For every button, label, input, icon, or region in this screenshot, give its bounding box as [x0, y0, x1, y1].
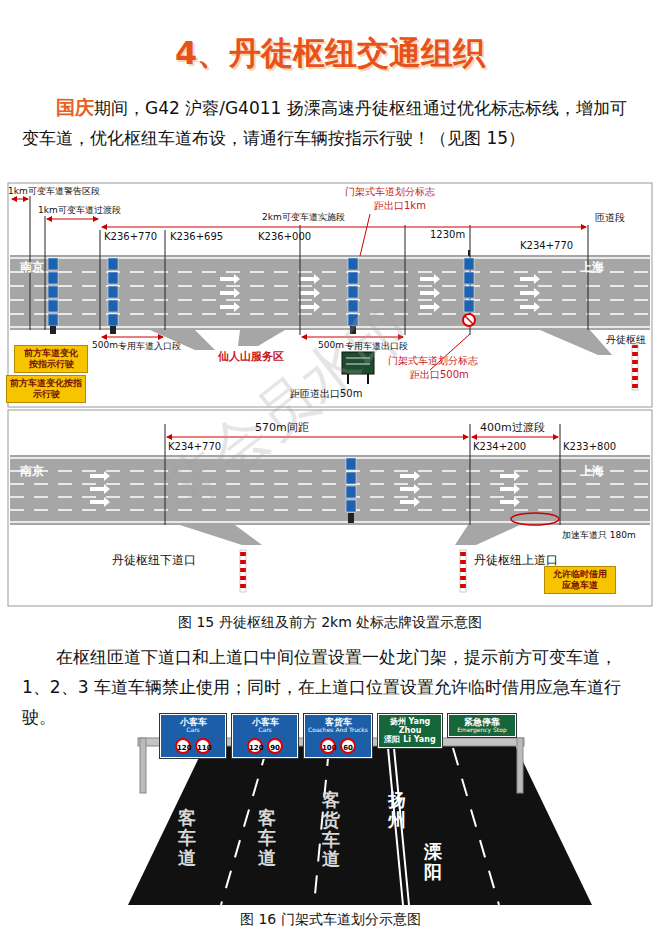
highlight-word: 国庆 — [56, 96, 94, 118]
sign-text: 小客车 — [235, 717, 295, 727]
ramp — [238, 330, 285, 346]
lane-lines — [221, 748, 499, 905]
lane-sign: 客货车Coaches And Trucks 10060 — [304, 714, 372, 758]
lane-signs — [346, 458, 356, 523]
figure-caption: 图 16 门架式车道划分示意图 — [240, 911, 421, 928]
speed-row: 10060 — [307, 736, 369, 754]
diagram-label: K236+695 — [170, 231, 223, 243]
notice-box: 允许临时借用 应急车道 — [544, 566, 616, 594]
diagram-label: K233+800 — [563, 441, 616, 453]
diagram-label: 丹徒枢纽下道口 — [112, 553, 196, 567]
lane-sign: 紧急停靠Emergency Stop — [448, 714, 516, 737]
paragraph-text: 期间，G42 沪蓉/G4011 扬溧高速丹徒枢纽通过优化标志标线，增加可变车道，… — [22, 98, 627, 148]
notice-box: 前方车道变化按指示行驶 — [6, 375, 86, 403]
sign-text: Emergency Stop — [451, 727, 513, 734]
ramp — [180, 525, 262, 545]
diagram-label: 专用车道入口段 — [118, 341, 181, 352]
diagram-label: 门架式车道划分标志 — [345, 186, 435, 198]
speed-limit: 90 — [267, 738, 283, 754]
diagram-label: 570m间距 — [255, 421, 309, 434]
lane-lines — [10, 458, 650, 522]
diagram-label: 500m — [92, 340, 118, 351]
delineator-post — [460, 550, 466, 592]
sign-text: Coaches And Trucks — [307, 727, 369, 734]
diagram-label: 500m — [318, 340, 344, 351]
diagram-label: 2km可变车道实施段 — [262, 212, 345, 223]
sign-text: 紧急停靠 — [451, 717, 513, 727]
diagram-label: 上海 — [580, 260, 604, 274]
lane-marking: 客车道 — [258, 808, 276, 867]
diagram-label: 距出口500m — [410, 369, 469, 381]
sign-text: 客货车 — [307, 717, 369, 727]
diagram-label: 丹徒枢纽 — [606, 334, 646, 346]
box-text: 前方车道变化 按指示行驶 — [18, 348, 84, 370]
diagram-label: 距匝道出口50m — [290, 388, 362, 400]
dimension-lines — [12, 199, 586, 370]
diagram-label: 1km可变车道过渡段 — [38, 205, 121, 216]
sign-text: 小客车 — [163, 717, 223, 727]
ramp — [455, 525, 520, 545]
title-text: 4、丹徒枢纽交通组织 — [175, 34, 485, 72]
sign-text: 扬州 Yang Zhou — [381, 717, 439, 735]
lane-marking: 扬州 — [388, 790, 406, 830]
speed-row: 12090 — [235, 736, 295, 754]
speed-limit: 120 — [247, 738, 263, 754]
road — [10, 255, 650, 330]
paragraph: 国庆期间，G42 沪蓉/G4011 扬溧高速丹徒枢纽通过优化标志标线，增加可变车… — [22, 92, 642, 153]
speed-limit: 100 — [320, 738, 336, 754]
sign-text: Cars — [163, 727, 223, 734]
diagram-label: K234+770 — [168, 441, 221, 453]
section-lines — [30, 196, 588, 335]
diagram-label: 门架式车道划分标志 — [388, 355, 478, 367]
diagram-label: 上海 — [580, 464, 604, 478]
delineator-post — [240, 550, 246, 592]
speed-limit: 110 — [195, 738, 211, 754]
delineator-post — [632, 345, 638, 390]
diagram-label: K234+770 — [520, 240, 573, 252]
diagram-label: 南京 — [20, 464, 44, 478]
road — [10, 455, 650, 525]
figure-caption: 图 15 丹徒枢纽及前方 2km 处标志牌设置示意图 — [178, 614, 482, 631]
sign-text: Cars — [235, 727, 295, 734]
lane-marking: 客货车道 — [322, 790, 340, 869]
diagram-label: 加速车道只 180m — [562, 530, 636, 541]
diagram-label: 仙人山服务区 — [218, 350, 284, 363]
lane-sign: 小客车Cars 12090 — [232, 714, 298, 758]
diagram-label: 南京 — [20, 260, 44, 274]
diagram-label: 距出口1km — [374, 200, 426, 212]
lane-sign: 扬州 Yang Zhou溧阳 Li Yang — [378, 714, 442, 748]
diagram-label: 400m过渡段 — [480, 421, 545, 434]
box-text: 允许临时借用 应急车道 — [548, 569, 612, 591]
notice-box: 前方车道变化 按指示行驶 — [14, 345, 88, 373]
gantry — [138, 738, 524, 793]
lane-marking: 客车道 — [178, 808, 196, 867]
diagram-label: 匝道段 — [595, 212, 625, 224]
box-text: 前方车道变化按指示行驶 — [10, 378, 82, 400]
ramp — [540, 330, 612, 355]
sign-text: 溧阳 Li Yang — [381, 735, 439, 744]
diagram-label: K236+000 — [258, 231, 311, 243]
speed-row: 120110 — [163, 736, 223, 754]
diagram-label: K234+200 — [473, 441, 526, 453]
speed-limit: 120 — [175, 738, 191, 754]
diagram-label: 1230m — [430, 229, 465, 241]
diagram-label: 1km可变车道警告区段 — [8, 186, 100, 197]
speed-limit: 60 — [340, 738, 356, 754]
lane-lines — [10, 258, 650, 327]
diagram-label: K236+770 — [104, 231, 157, 243]
diagram-label: 专用车道出口段 — [345, 341, 408, 352]
lane-signs — [48, 250, 475, 334]
lane-sign: 小客车Cars 120110 — [160, 714, 226, 758]
lane-marking: 溧阳 — [424, 842, 442, 882]
panel-frame — [8, 410, 652, 606]
